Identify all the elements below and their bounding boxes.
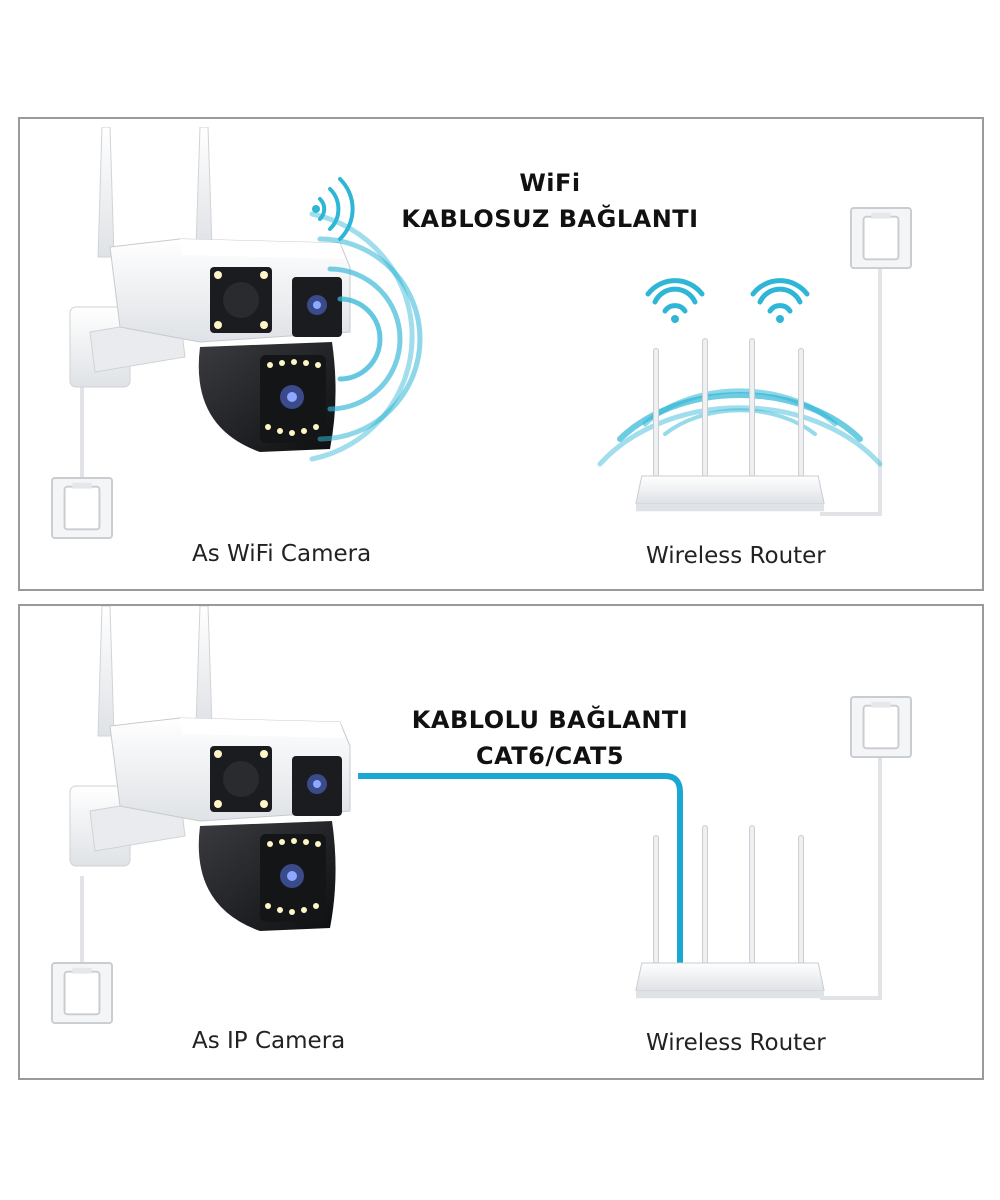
wifi-router-image — [635, 338, 825, 512]
camera-wall-outlet — [50, 477, 114, 539]
router-power-cable — [820, 269, 882, 516]
wifi-camera-image — [69, 127, 351, 453]
wired-router-image — [635, 825, 825, 999]
ip-camera-image — [69, 606, 351, 932]
router-power-cable — [820, 758, 882, 1000]
wifi-panel-artwork — [50, 127, 912, 539]
wifi-heading-line1: WiFi — [519, 169, 581, 197]
ethernet-cable — [358, 773, 683, 966]
wifi-router-label: Wireless Router — [646, 543, 826, 569]
wired-heading-line2: CAT6/CAT5 — [475, 742, 625, 770]
wifi-connection-panel: WiFi KABLOSUZ BAĞLANTI As WiFi Camera Wi… — [18, 117, 984, 591]
wifi-camera-label: As WiFi Camera — [192, 541, 372, 567]
wired-router-label: Wireless Router — [646, 1030, 826, 1056]
wired-heading-line1: KABLOLU BAĞLANTI — [411, 706, 689, 734]
camera-wall-outlet — [50, 962, 114, 1024]
router-wall-outlet — [850, 696, 912, 758]
ip-camera-label: As IP Camera — [192, 1028, 346, 1054]
wired-panel-artwork — [50, 606, 912, 1024]
wired-connection-panel: KABLOLU BAĞLANTI CAT6/CAT5 As IP Camera … — [18, 604, 984, 1080]
wifi-heading-line2: KABLOSUZ BAĞLANTI — [401, 205, 699, 233]
router-wall-outlet — [850, 207, 912, 269]
router-wifi-icon — [597, 278, 883, 467]
wifi-signal-icon — [309, 177, 423, 462]
